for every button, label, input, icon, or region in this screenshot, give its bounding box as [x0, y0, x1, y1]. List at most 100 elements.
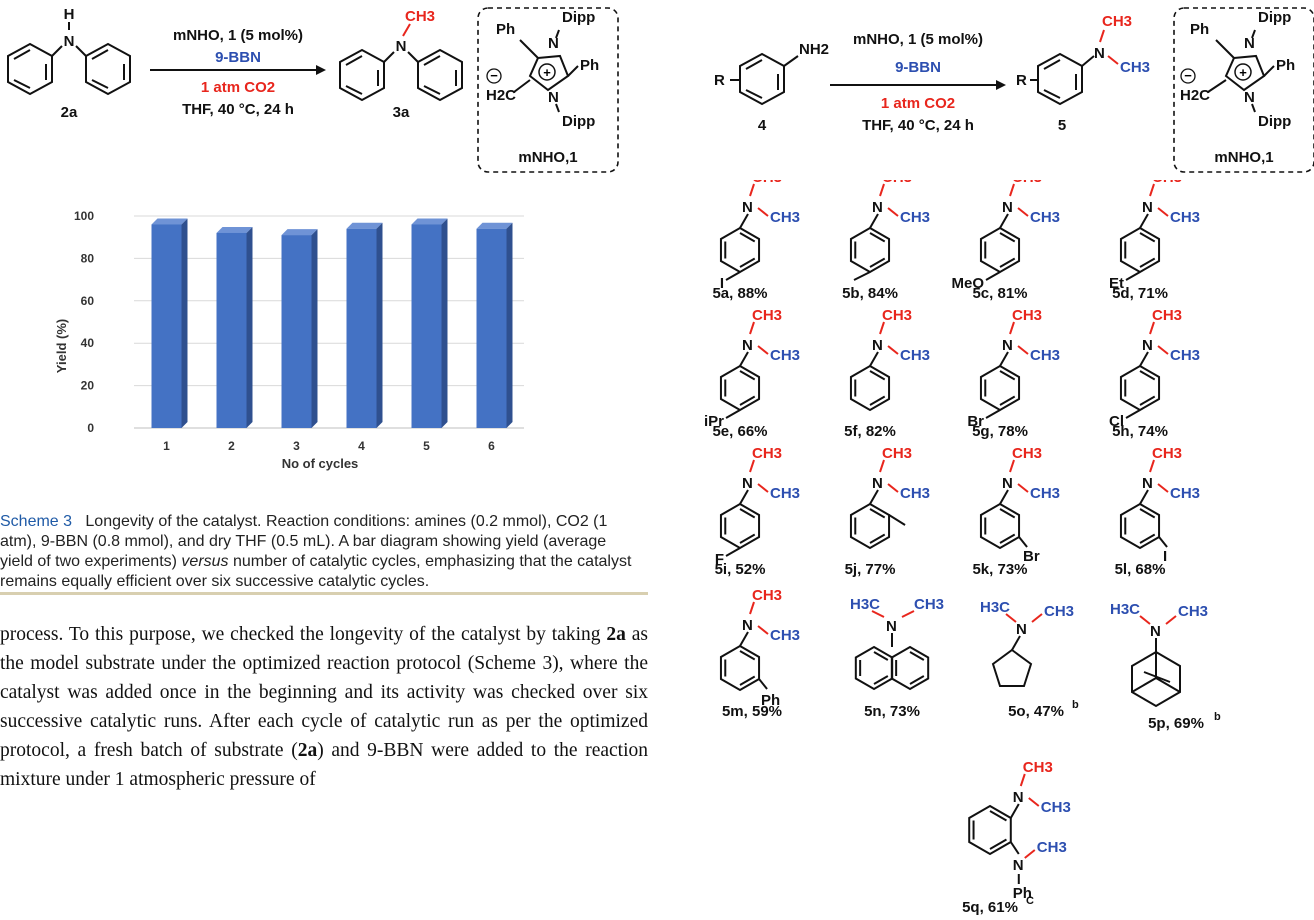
bar-side — [376, 222, 383, 428]
methyl-blue: CH3 — [1170, 347, 1200, 364]
methyl-blue: CH3 — [1170, 209, 1200, 226]
methyl-red: CH3 — [1023, 759, 1053, 776]
product-label: 5o, 47% — [1008, 703, 1064, 720]
methyl-red: CH3 — [752, 587, 782, 604]
methyl-red: CH3 — [882, 307, 912, 324]
cyclopentane-ring — [991, 648, 1033, 687]
product-label: 5i, 52% — [715, 561, 766, 578]
catalyst-plus-sign: + — [543, 65, 551, 80]
bar-side — [441, 218, 448, 428]
product-structure: NCH3CH3Et5d, 71% — [1109, 180, 1200, 302]
benzene-ring — [890, 645, 930, 691]
product-label: 5a, 88% — [712, 285, 767, 302]
footnote-marker: b — [1072, 699, 1079, 711]
section-divider — [0, 592, 648, 595]
product-structure: NCH3CH35b, 84% — [842, 180, 930, 302]
methyl-blue: H3C — [850, 596, 880, 613]
nitrogen-atom: N — [1142, 199, 1153, 216]
bar-top — [151, 218, 188, 225]
x-tick-label: 1 — [163, 439, 170, 453]
bar-front — [346, 228, 377, 428]
footnote-marker: C — [1026, 895, 1034, 907]
nitrogen-atom: N — [872, 475, 883, 492]
substituent: F — [715, 551, 724, 568]
methyl-blue: CH3 — [1044, 603, 1074, 620]
methyl-blue: H3C — [980, 599, 1010, 616]
nitrogen-atom: N — [1016, 621, 1027, 638]
caption-italic: versus — [181, 553, 229, 570]
bar-front — [411, 224, 442, 428]
benzene-ring — [979, 502, 1021, 550]
right-catalyst-ph-top: Ph — [1190, 21, 1209, 38]
substituent: MeO — [951, 275, 984, 292]
substituent: iPr — [704, 413, 724, 430]
product-label: 5p, 69% — [1148, 715, 1204, 732]
right-catalyst-bottom-n: N — [1244, 89, 1255, 106]
conditions-reductant: 9-BBN — [215, 49, 261, 66]
benzene-ring — [849, 226, 891, 274]
methyl-blue: H3C — [1110, 601, 1140, 618]
methyl-red: CH3 — [1012, 445, 1042, 462]
substituent: Et — [1109, 275, 1124, 292]
right-catalyst-minus: − — [1184, 68, 1192, 83]
methyl-red: CH3 — [1152, 307, 1182, 324]
body-text-1: process. To this purpose, we checked the… — [0, 624, 601, 645]
methyl-red: CH3 — [752, 307, 782, 324]
nitrogen-atom: N — [1142, 337, 1153, 354]
nh-nitrogen-atom: N — [64, 33, 75, 50]
bar-side — [181, 218, 188, 428]
methyl-blue: CH3 — [770, 347, 800, 364]
right-conditions-solvent: THF, 40 °C, 24 h — [862, 117, 974, 134]
catalyst-label: mNHO,1 — [518, 149, 577, 166]
diphenylamine-structure: H N 2a — [7, 6, 131, 121]
bar-top — [216, 226, 253, 233]
methyl-red: CH3 — [1152, 180, 1182, 186]
benzene-ring — [1119, 226, 1161, 274]
product-label: 5e, 66% — [712, 423, 767, 440]
aniline-structure: NH2 R 4 — [714, 41, 829, 134]
y-tick-label: 60 — [81, 294, 95, 308]
benzene-ring — [1119, 502, 1161, 550]
methyl-blue: CH3 — [914, 596, 944, 613]
conditions-solvent-temp: THF, 40 °C, 24 h — [182, 101, 294, 118]
benzene-ring — [854, 645, 894, 691]
bar-side — [506, 222, 513, 428]
product-methyl-1: CH3 — [1102, 13, 1132, 30]
product-label: 5k, 73% — [972, 561, 1027, 578]
right-catalyst-ph-right: Ph — [1276, 57, 1295, 74]
catalyst-bottom-n: N — [548, 89, 559, 106]
methyl-blue: CH3 — [1037, 839, 1067, 856]
nh2-group: NH2 — [799, 41, 829, 58]
nitrogen-atom: N — [1013, 857, 1024, 874]
adamantane-cage — [1131, 650, 1181, 708]
nitrogen-atom: N — [1150, 623, 1161, 640]
product-label: 5g, 78% — [972, 423, 1028, 440]
methyl-red: CH3 — [882, 180, 912, 186]
methyl-red: CH3 — [882, 445, 912, 462]
footnote-marker: b — [1214, 711, 1221, 723]
bar-front — [216, 232, 247, 428]
conditions-catalyst: mNHO, 1 (5 mol%) — [173, 27, 303, 44]
nitrogen-atom: N — [1002, 199, 1013, 216]
bar-side — [246, 226, 253, 428]
bar-front — [281, 235, 312, 428]
compound-ref-2a-second: 2a — [297, 740, 318, 761]
methyl-red: CH3 — [1012, 307, 1042, 324]
product-r-substituent: R — [1016, 72, 1027, 89]
product-label: 5d, 71% — [1112, 285, 1168, 302]
right-catalyst-dipp-bottom: Dipp — [1258, 113, 1291, 130]
methyl-blue: CH3 — [900, 347, 930, 364]
bar — [476, 222, 513, 428]
y-tick-label: 20 — [81, 379, 95, 393]
methyl-blue: CH3 — [1170, 485, 1200, 502]
catalyst-top-n: N — [548, 35, 559, 52]
methyl-blue: CH3 — [770, 209, 800, 226]
product-scope-grid: NCH3CH3I5a, 88%NCH3CH35b, 84%NCH3CH3MeO5… — [704, 180, 1221, 916]
